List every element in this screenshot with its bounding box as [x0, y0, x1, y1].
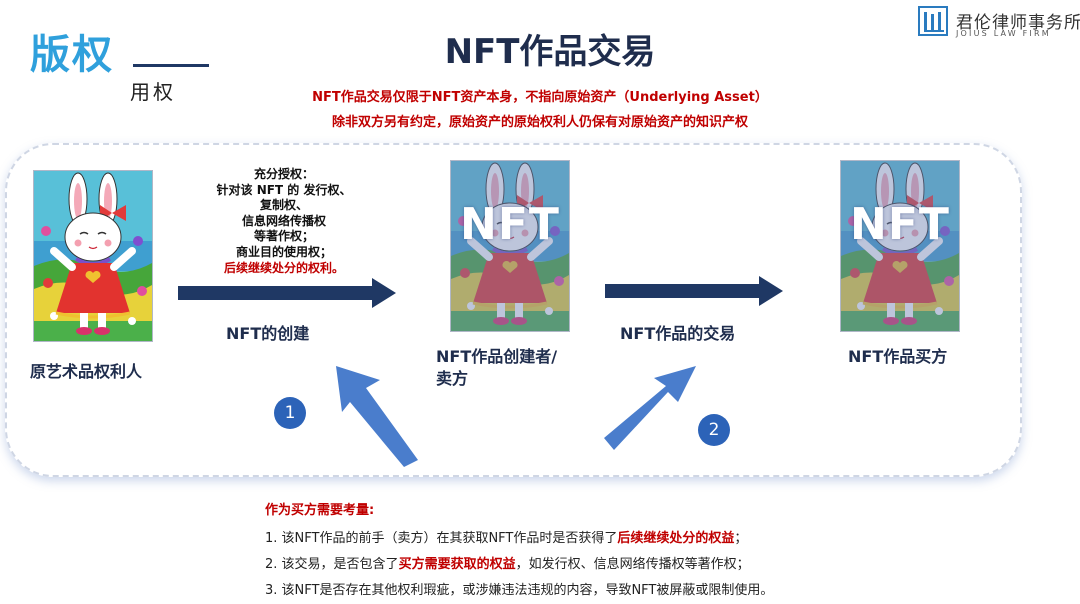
section-title-underline	[133, 64, 209, 67]
firm-name-en: JOIUS LAW FIRM	[956, 29, 1051, 38]
rights-line: 信息网络传播权	[241, 213, 326, 228]
buyer-considerations: 作为买方需要考量: 1. 该NFT作品的前手（卖方）在其获取NFT作品时是否获得…	[265, 502, 773, 604]
law-firm-logo: 君伦律师事务所 JOIUS LAW FIRM	[918, 6, 1080, 44]
note-ip-retention: 除非双方另有约定，原始资产的原始权利人仍保有对原始资产的知识产权	[331, 115, 748, 130]
nft-overlay-text: NFT	[460, 199, 560, 250]
section-title: 版权	[30, 32, 114, 78]
rights-line: 等著作权；	[253, 229, 314, 244]
step-badge-1: 1	[274, 397, 306, 429]
rights-highlight: 后续继续处分的权利。	[223, 260, 344, 275]
considerations-heading: 作为买方需要考量:	[265, 503, 375, 518]
page-title: NFT作品交易	[444, 32, 656, 72]
nft-creator-artwork-image: NFT	[450, 160, 570, 332]
diagram-frame	[5, 143, 1022, 477]
original-artwork-image	[33, 170, 153, 342]
creator-label-line1: NFT作品创建者/	[436, 347, 558, 366]
nft-buyer-artwork-image: NFT	[840, 160, 960, 332]
rights-line: 商业目的使用权；	[235, 244, 332, 259]
nft-overlay-text: NFT	[850, 199, 950, 250]
creator-label-line2: 卖方	[436, 369, 469, 388]
nft-creator-seller-label: NFT作品创建者/ 卖方	[436, 346, 557, 390]
section-subtitle: 用权	[130, 80, 176, 104]
original-rights-holder-label: 原艺术品权利人	[30, 362, 143, 381]
note-asset-scope: NFT作品交易仅限于NFT资产本身，不指向原始资产（Underlying Ass…	[312, 90, 768, 105]
rights-line: 针对该 NFT 的 发行权、	[216, 182, 352, 197]
arrow-up-left-icon	[336, 366, 418, 467]
consideration-item: 1. 该NFT作品的前手（卖方）在其获取NFT作品时是否获得了后续继续处分的权益…	[265, 531, 748, 546]
license-rights-list: 充分授权： 针对该 NFT 的 发行权、 复制权、 信息网络传播权 等著作权； …	[196, 167, 372, 276]
consideration-item: 2. 该交易，是否包含了买方需要获取的权益，如发行权、信息网络传播权等著作权；	[265, 557, 750, 572]
step-create-label: NFT的创建	[226, 324, 310, 343]
consideration-item: 3. 该NFT是否存在其他权利瑕疵，或涉嫌违法违规的内容，导致NFT被屏蔽或限制…	[265, 583, 774, 598]
rights-line: 充分授权：	[253, 167, 314, 181]
arrow-up-right-icon	[604, 366, 696, 450]
step-trade-label: NFT作品的交易	[620, 324, 736, 343]
rights-line: 复制权、	[259, 198, 308, 213]
nft-buyer-label: NFT作品买方	[848, 347, 948, 366]
arrow-right-icon	[605, 276, 783, 306]
step-badge-2: 2	[698, 414, 730, 446]
firm-emblem-icon	[918, 6, 948, 36]
arrow-right-icon	[178, 278, 396, 308]
firm-name-cn: 君伦律师事务所	[956, 13, 1080, 33]
